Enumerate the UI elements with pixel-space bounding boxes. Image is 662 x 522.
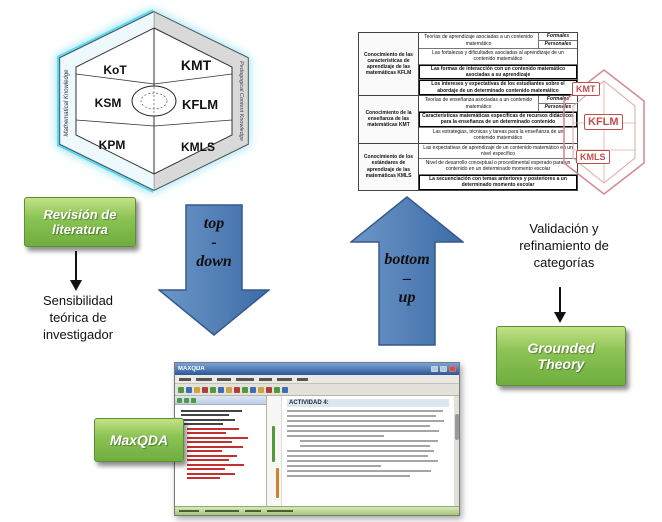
top-down-line1: top	[203, 215, 225, 232]
code-tree	[175, 405, 266, 484]
pck-hexagon-figure: KMT KFLM KMLS	[558, 66, 650, 200]
toolbar-icon	[218, 386, 224, 393]
top-down-line2: -	[211, 234, 217, 251]
document-system-panel	[175, 396, 267, 506]
toolbar-icon	[266, 386, 272, 393]
top-down-arrow	[158, 204, 270, 336]
table-section-kflm: Conocimiento de las características de a…	[359, 33, 577, 96]
toolbar-icon	[178, 386, 184, 393]
top-down-line3: down	[196, 253, 232, 270]
grounded-theory-box: Grounded Theory	[496, 326, 626, 386]
arrow-validacion-to-grounded	[554, 287, 566, 323]
right-divider-1	[153, 73, 233, 85]
maxqda-label: MaxQDA	[109, 432, 169, 448]
bottom-up-label: bottom – up	[350, 250, 464, 307]
validacion-text: Validación y refinamiento de categorías	[519, 221, 609, 270]
toolbar-icon	[258, 386, 264, 393]
table-section-kmls: Conocimiento de los estándares de aprend…	[359, 143, 577, 190]
left-divider-1	[75, 73, 155, 85]
toolbar-icon	[234, 386, 240, 393]
panel-icon	[184, 397, 189, 403]
table-section-kmt: Conocimiento de la enseñanza de las mate…	[359, 96, 577, 144]
row-text: Teorías de aprendizaje asociadas a un co…	[419, 33, 539, 48]
kflm-label: KFLM	[182, 97, 218, 112]
kmls-label: KMLS	[181, 140, 215, 154]
close-button-icon	[449, 366, 456, 372]
categories-table: Conocimiento de las características de a…	[358, 32, 578, 191]
panel-icon	[177, 397, 182, 403]
right-divider-2	[153, 119, 233, 127]
window-title-bar: MAXQDA	[175, 363, 459, 375]
table-row-highlighted: Características matemáticas específicas …	[419, 112, 577, 128]
pck-kmt-label: KMT	[572, 82, 600, 96]
kmt-label: KMT	[181, 57, 212, 73]
toolbar-icon	[210, 386, 216, 393]
toolbar-icon	[282, 386, 288, 393]
pck-kflm-label: KFLM	[584, 114, 623, 130]
minimize-button-icon	[431, 366, 438, 372]
mk-band-label: Mathematical Knowledge	[64, 69, 70, 137]
scrollbar	[454, 396, 459, 506]
pck-kmls-label: KMLS	[576, 150, 610, 164]
mtsk-hexagon-figure: KoT KMT KSM KFLM KPM KMLS Mathematical K…	[57, 9, 249, 193]
top-down-label: top - down	[158, 214, 270, 271]
document-browser-panel: ACTIVIDAD 4:	[267, 396, 459, 506]
table-row: Las estrategias, técnicas y tareas para …	[432, 128, 564, 141]
revision-literatura-box: Revisión de literatura	[24, 197, 136, 247]
tag-personales: Personales	[544, 104, 572, 111]
window-title: MAXQDA	[178, 366, 205, 372]
maximize-button-icon	[440, 366, 447, 372]
arrow-revision-to-sensibilidad	[70, 251, 82, 291]
toolbar-icon	[274, 386, 280, 393]
bottom-up-line2: –	[403, 270, 411, 287]
kot-label: KoT	[103, 63, 127, 77]
revision-literatura-label: Revisión de literatura	[43, 207, 117, 237]
table-row-highlighted: Las formas de interacción con un conteni…	[419, 65, 577, 80]
code-stripe-green	[272, 426, 275, 462]
section-header: Conocimiento de la enseñanza de las mate…	[359, 96, 419, 143]
row-text: Teorías de enseñanza asociadas a un cont…	[419, 96, 539, 111]
ksm-label: KSM	[95, 96, 122, 110]
table-row: Las expectativas de aprendizaje de un co…	[419, 144, 577, 159]
toolbar-icon	[186, 386, 192, 393]
table-row-highlighted: La secuenciación con temas anteriores y …	[419, 175, 577, 190]
maxqda-screenshot: MAXQDA	[174, 362, 460, 516]
menu-bar	[175, 375, 459, 384]
toolbar-icon	[250, 386, 256, 393]
status-bar	[175, 506, 459, 515]
grounded-theory-label: Grounded Theory	[527, 340, 595, 372]
toolbar-icon	[242, 386, 248, 393]
toolbar-icon	[202, 386, 208, 393]
sensibilidad-text: Sensibilidad teórica de investigador	[42, 293, 114, 342]
left-divider-2	[75, 119, 155, 127]
toolbar-icon	[194, 386, 200, 393]
table-row: Las fortalezas y dificultades asociadas …	[419, 49, 577, 65]
toolbar	[175, 384, 459, 396]
bottom-up-line3: up	[398, 289, 416, 306]
section-header: Conocimiento de los estándares de aprend…	[359, 143, 419, 190]
bottom-up-arrow	[350, 196, 464, 346]
mtsk-hexagon-model: KoT KMT KSM KFLM KPM KMLS Mathematical K…	[52, 6, 257, 196]
panel-icon	[191, 397, 196, 403]
table-row: Teorías de enseñanza asociadas a un cont…	[419, 96, 577, 112]
pck-band-label: Pedagogical Content Knowledge	[238, 61, 244, 141]
toolbar-icon	[226, 386, 232, 393]
maxqda-box: MaxQDA	[94, 418, 184, 462]
table-row: Nivel de desarrollo conceptual o procedi…	[419, 159, 577, 175]
tag-personales: Personales	[544, 41, 572, 48]
kpm-label: KPM	[99, 138, 126, 152]
tag-formales: Formales	[539, 96, 577, 104]
coding-margin	[267, 396, 282, 506]
table-row: Teorías de aprendizaje asociadas a un co…	[419, 33, 577, 49]
scrollbar-thumb	[454, 414, 459, 440]
section-header: Conocimiento de las características de a…	[359, 33, 419, 95]
code-stripe-orange	[276, 468, 279, 498]
document-heading: ACTIVIDAD 4:	[287, 399, 449, 407]
tag-formales: Formales	[539, 33, 577, 41]
table-row-highlighted: Los intereses y expectativas de los estu…	[419, 80, 577, 95]
bottom-up-line1: bottom	[384, 251, 430, 268]
panel-header	[175, 396, 266, 405]
